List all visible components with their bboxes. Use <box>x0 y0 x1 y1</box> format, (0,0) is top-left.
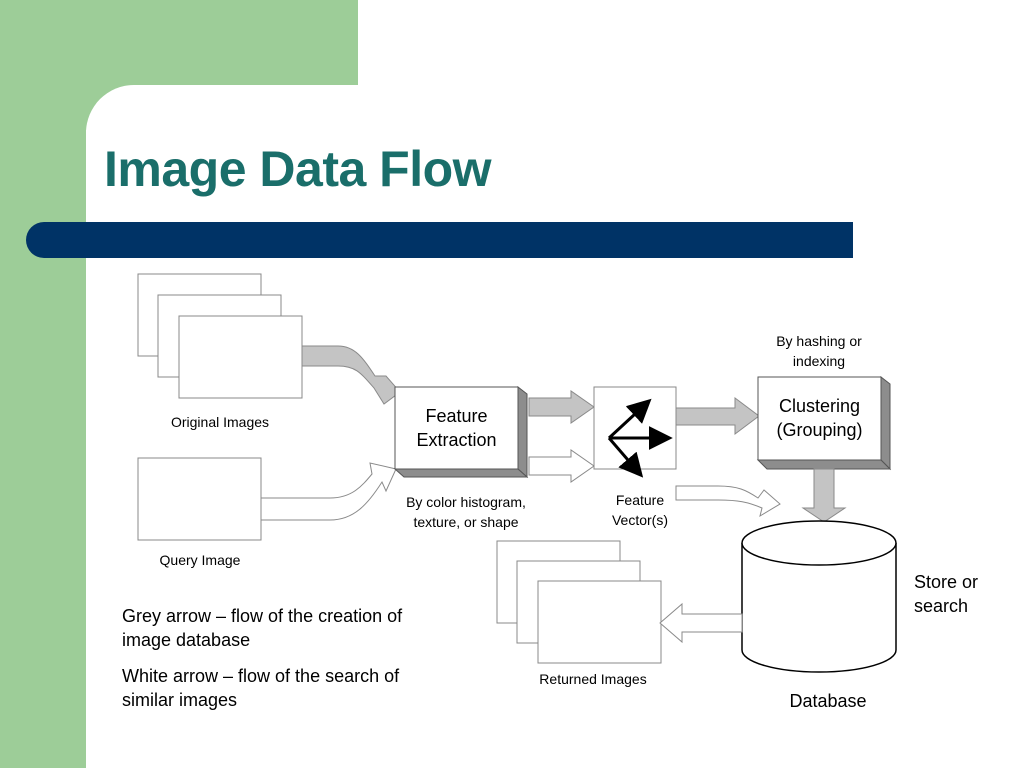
title-underline-bar <box>26 222 853 258</box>
legend-grey-arrow: Grey arrow – flow of the creation of ima… <box>122 604 462 652</box>
returned-images-stack <box>496 540 662 664</box>
original-images-stack <box>137 273 303 399</box>
clustering-box <box>756 375 892 471</box>
note-line-1: By color histogram, <box>406 494 526 510</box>
database-label: Database <box>789 691 867 711</box>
feature-extraction-line-2: Extraction <box>416 430 497 450</box>
white-arrow-database-to-returned <box>659 602 743 644</box>
grey-arrow-originals-to-extraction <box>301 345 401 405</box>
white-arrow-query-to-extraction <box>260 462 397 521</box>
vector-arrows-icon <box>607 398 673 478</box>
store-or-search-note: Store or search <box>914 570 1014 618</box>
legend-white-line-1: White arrow – flow of the search of <box>122 666 400 686</box>
clustering-text: Clustering (Grouping) <box>758 394 881 442</box>
feature-vector-box <box>593 386 677 470</box>
feature-extraction-line-1: Feature <box>425 406 488 426</box>
white-arrow-extraction-to-vectors <box>528 449 595 483</box>
clustering-line-1: Clustering <box>778 396 861 416</box>
slide-title: Image Data Flow <box>104 141 492 197</box>
feature-vectors-label: Feature Vector(s) <box>595 490 685 530</box>
legend-white-arrow: White arrow – flow of the search of simi… <box>122 664 462 712</box>
query-image-label: Query Image <box>159 552 241 568</box>
image-frame <box>537 580 662 664</box>
clustering-note-line-2: indexing <box>792 353 846 369</box>
feature-extraction-box <box>393 385 529 479</box>
clustering-line-2: (Grouping) <box>776 420 863 440</box>
note-line-2: texture, or shape <box>413 514 519 530</box>
store-note-line-1: Store or <box>914 572 979 592</box>
feature-extraction-text: Feature Extraction <box>395 404 518 452</box>
query-image-frame <box>137 457 262 541</box>
white-arrow-vectors-to-database <box>675 485 781 518</box>
arrow-legend: Grey arrow – flow of the creation of ima… <box>122 604 462 724</box>
legend-white-line-2: similar images <box>122 690 238 710</box>
grey-arrow-clustering-to-database <box>801 468 847 523</box>
legend-grey-line-1: Grey arrow – flow of the creation of <box>122 606 403 626</box>
image-frame <box>178 315 303 399</box>
clustering-note: By hashing or indexing <box>755 331 883 371</box>
database-cylinder <box>741 520 897 673</box>
vectors-line-2: Vector(s) <box>611 512 668 528</box>
feature-extraction-note: By color histogram, texture, or shape <box>380 492 552 532</box>
legend-grey-line-2: image database <box>122 630 251 650</box>
grey-arrow-extraction-to-vectors <box>528 390 595 424</box>
grey-arrow-vectors-to-clustering <box>675 397 760 435</box>
returned-images-label: Returned Images <box>539 671 647 687</box>
vectors-line-1: Feature <box>615 492 665 508</box>
original-images-label: Original Images <box>170 414 270 430</box>
store-note-line-2: search <box>914 596 969 616</box>
clustering-note-line-1: By hashing or <box>776 333 862 349</box>
